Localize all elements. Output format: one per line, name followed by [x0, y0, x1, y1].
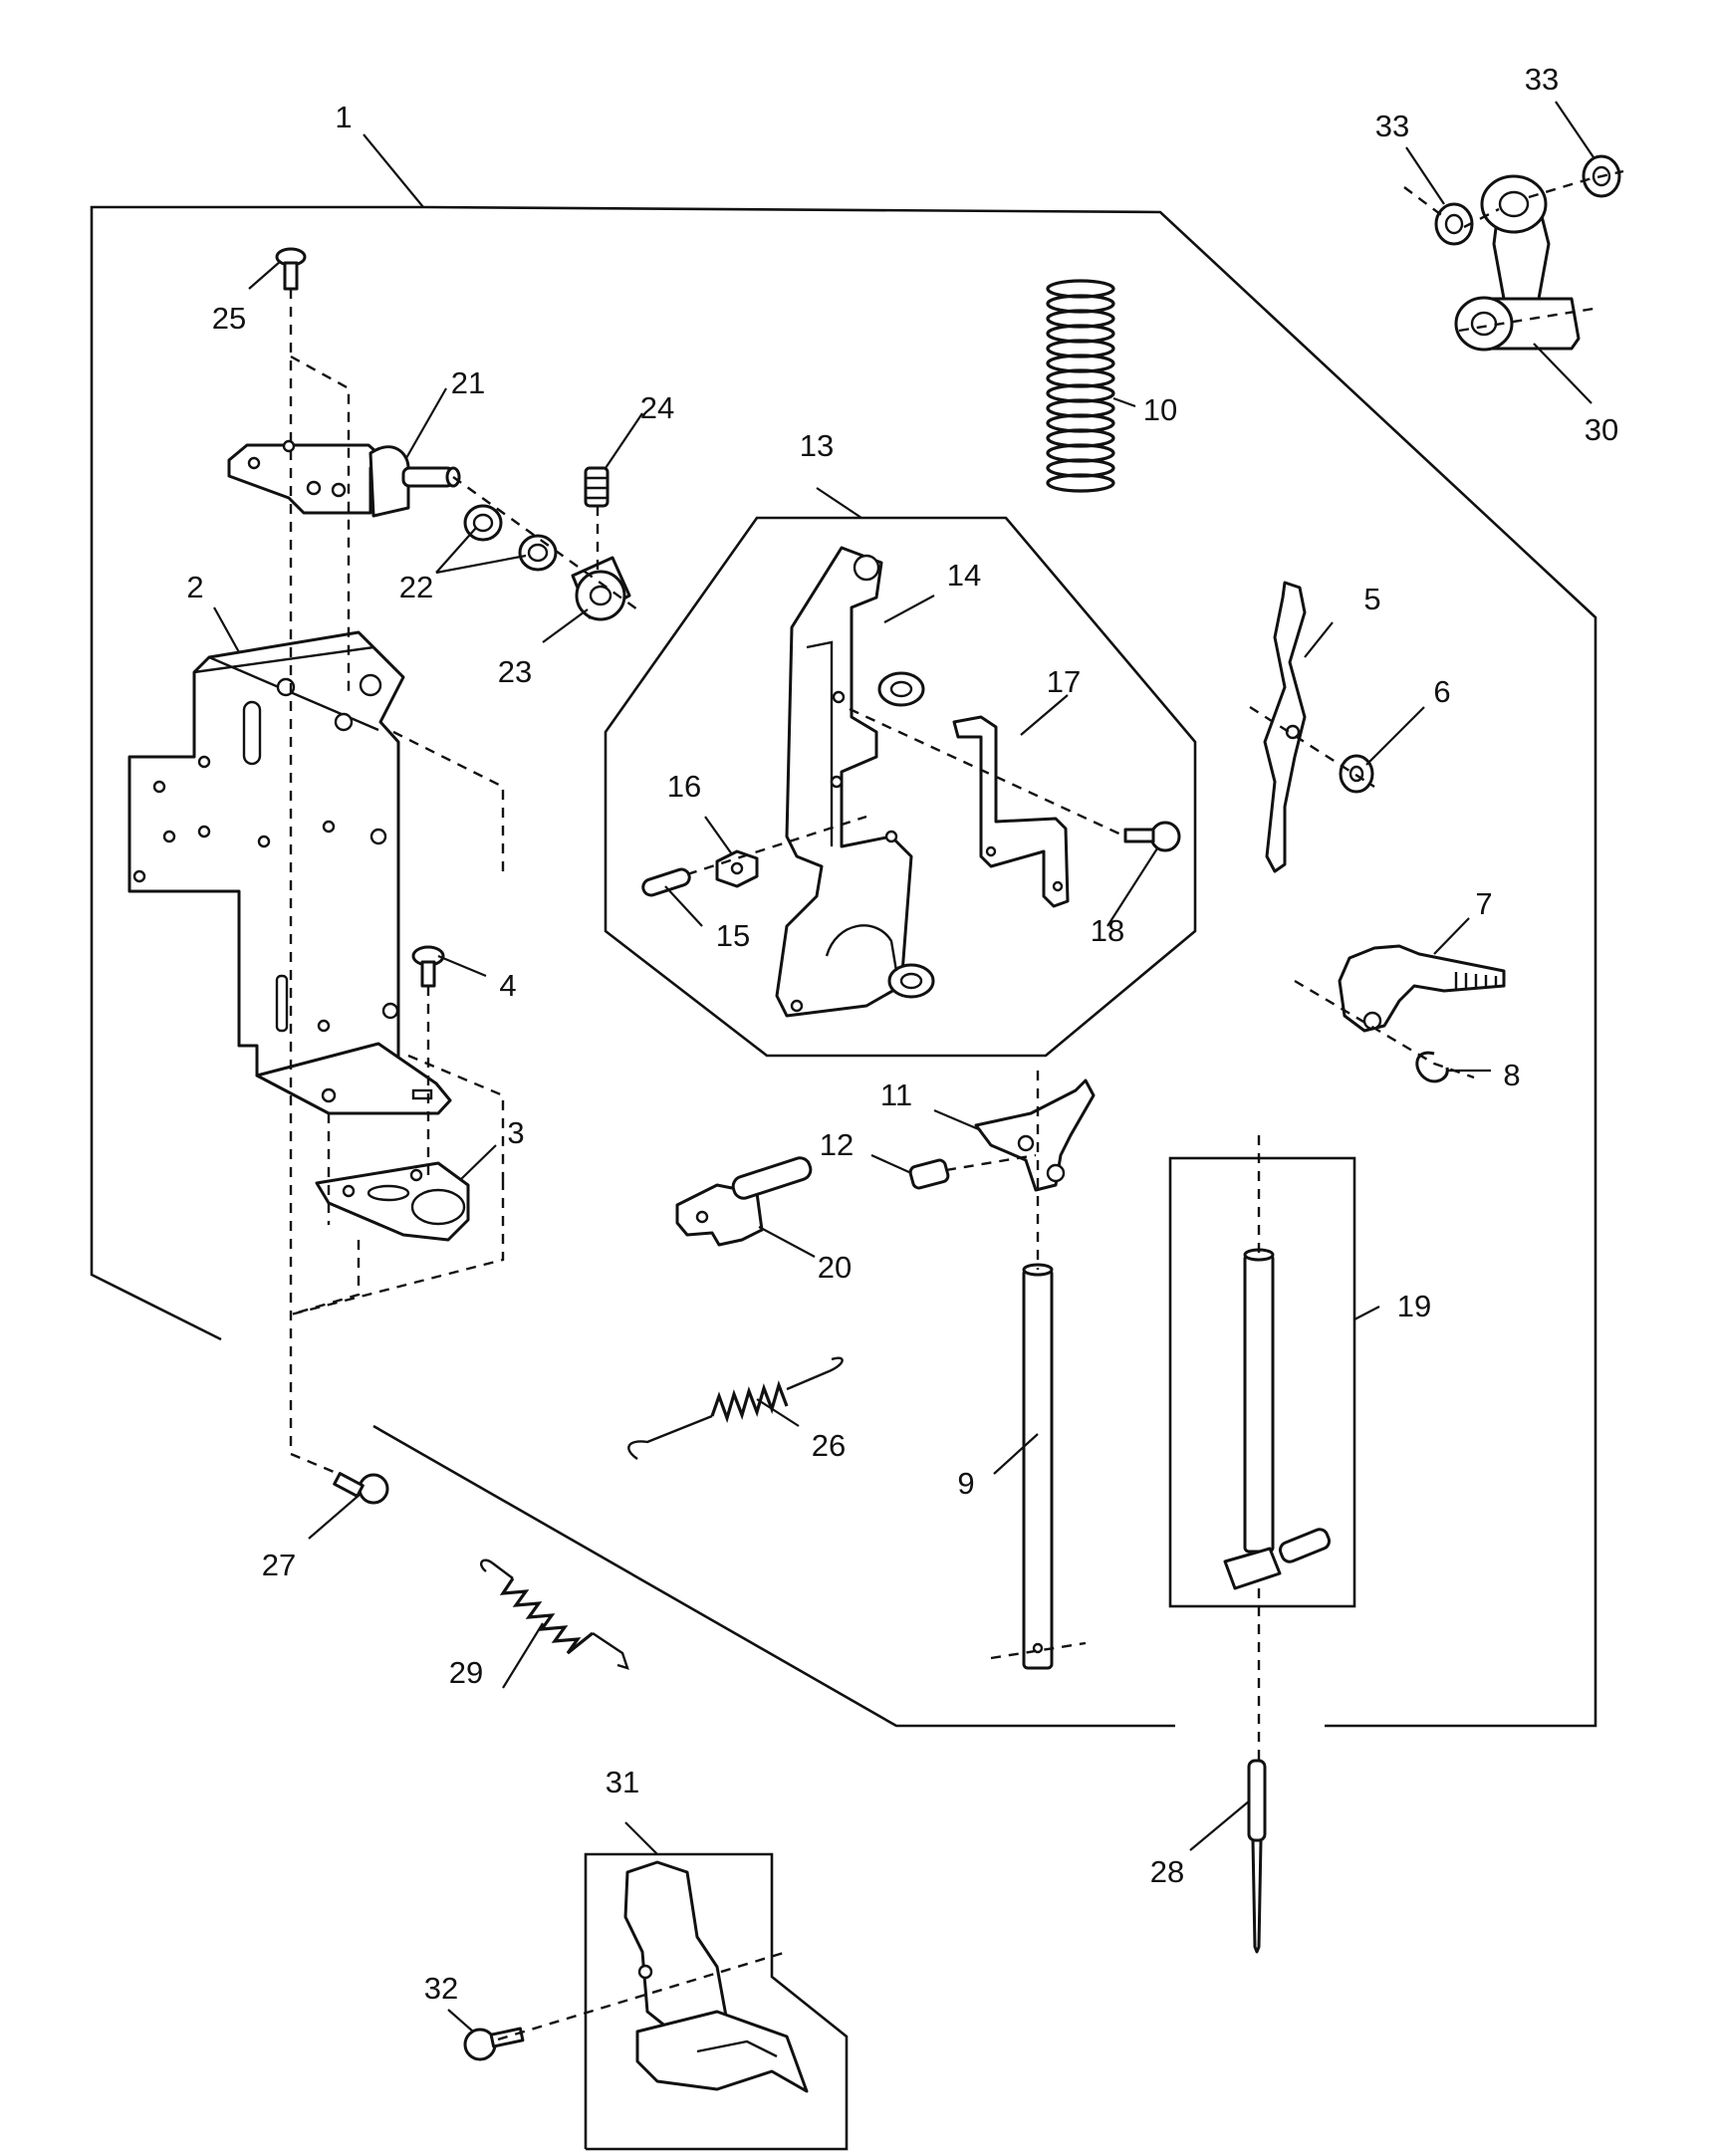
- callout-15: 15: [716, 918, 750, 953]
- part-27-screw: [333, 1472, 389, 1505]
- callout-2: 2: [186, 570, 203, 604]
- part-23-collar: [571, 556, 631, 621]
- callout-20: 20: [818, 1250, 852, 1285]
- part-17-small-bracket: [952, 715, 1070, 908]
- callout-23: 23: [498, 654, 532, 689]
- callout-33-left: 33: [1375, 109, 1409, 143]
- callout-30: 30: [1585, 412, 1618, 447]
- callout-12: 12: [820, 1127, 854, 1162]
- part-24-set-screw: [584, 466, 610, 508]
- callout-labels: 1 2 3 4 5 6 7 8 9 10 11 12 13 14 15 16 1…: [186, 62, 1618, 2006]
- part-6-retaining-ring: [1339, 754, 1374, 794]
- part-12-set-screw: [908, 1158, 950, 1190]
- callout-24: 24: [640, 390, 674, 425]
- assembly-dashed-lines: [289, 169, 1624, 2041]
- callout-26: 26: [812, 1428, 846, 1463]
- callout-32: 32: [424, 1971, 458, 2006]
- callout-28: 28: [1150, 1854, 1184, 1889]
- callout-5: 5: [1363, 582, 1380, 616]
- callout-4: 4: [499, 968, 516, 1003]
- part-7-arm-lever: [1338, 944, 1506, 1033]
- part-32-screw: [463, 2027, 525, 2061]
- callout-25: 25: [212, 301, 246, 336]
- part-4-screw: [411, 945, 445, 988]
- callout-10: 10: [1143, 392, 1177, 427]
- part-21-shaft-bracket: [227, 439, 461, 518]
- part-31-presser-foot: [623, 1860, 809, 2093]
- part-29-tension-spring: [479, 1558, 629, 1670]
- callout-6: 6: [1433, 674, 1450, 709]
- part-28-needle: [1247, 1759, 1267, 1954]
- main-bracket-plate: [127, 630, 452, 1115]
- assembly-boundary-frame: [90, 205, 1597, 1728]
- callout-9: 9: [957, 1466, 974, 1501]
- callout-1: 1: [335, 100, 352, 134]
- part-26-tension-spring: [627, 1356, 844, 1460]
- callout-13: 13: [800, 428, 834, 463]
- callout-18: 18: [1091, 913, 1124, 948]
- part-33-washer-left: [1434, 202, 1474, 246]
- part-14-frame-plate: [775, 546, 935, 1018]
- callout-29: 29: [449, 1655, 483, 1690]
- subassembly-13-frame: [604, 516, 1197, 1058]
- part-25-screw: [275, 247, 307, 291]
- part-5-lever: [1263, 581, 1307, 873]
- callout-27: 27: [262, 1548, 296, 1582]
- part-15-pin: [641, 867, 691, 897]
- callout-17: 17: [1047, 664, 1081, 699]
- callout-7: 7: [1475, 886, 1492, 921]
- callout-19: 19: [1397, 1289, 1431, 1323]
- part-16-nut: [715, 849, 759, 888]
- callout-33-right: 33: [1525, 62, 1559, 97]
- callout-22: 22: [399, 570, 433, 604]
- callout-8: 8: [1503, 1058, 1520, 1092]
- callout-14: 14: [947, 558, 981, 593]
- callout-16: 16: [667, 769, 701, 804]
- subassembly-19-frame: [1168, 1156, 1356, 1608]
- subassembly-31-frame: [584, 1852, 849, 2151]
- part-9-bar: [1022, 1263, 1054, 1670]
- part-3-plate: [315, 1161, 470, 1242]
- callout-3: 3: [507, 1115, 524, 1150]
- callout-11: 11: [880, 1078, 912, 1112]
- part-30-link: [1454, 174, 1581, 352]
- callout-31: 31: [606, 1765, 639, 1799]
- callout-leader-lines: [213, 101, 1594, 2033]
- part-22-washers: [463, 504, 558, 572]
- part-19-bar-assembly: [1223, 1248, 1332, 1590]
- part-11-bracket: [974, 1078, 1096, 1192]
- callout-21: 21: [451, 365, 485, 400]
- part-20-clamp-block: [675, 1156, 813, 1247]
- part-10-coil-spring: [1046, 279, 1115, 493]
- part-18-screw: [1123, 821, 1181, 852]
